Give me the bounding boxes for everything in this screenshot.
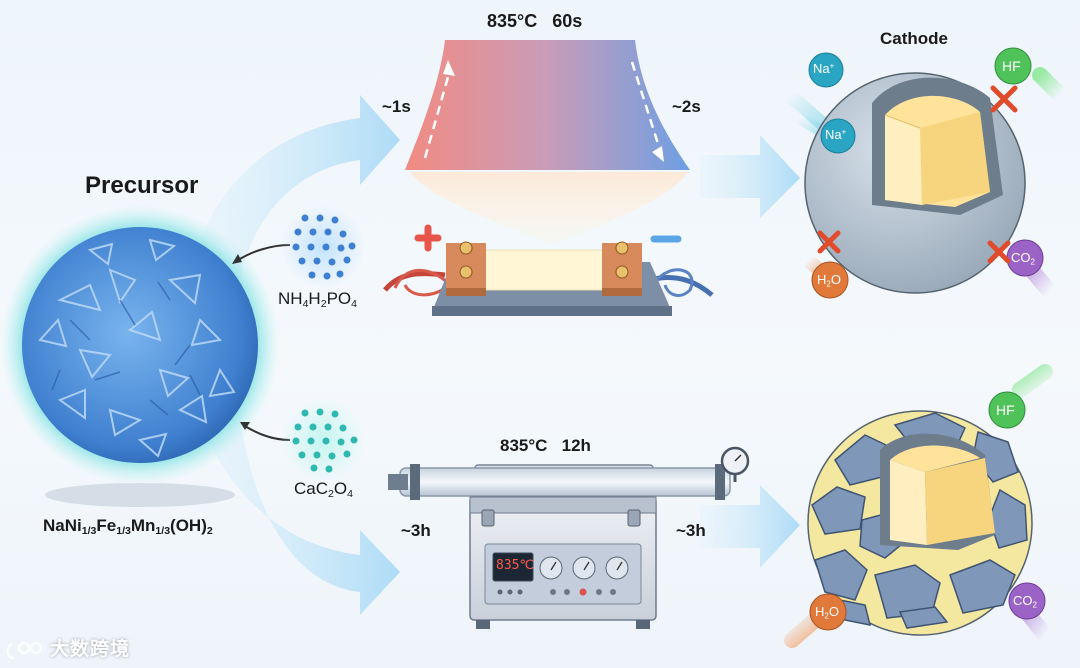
na-ion-1-label: Na+ (813, 61, 835, 76)
cathode-title: Cathode (880, 29, 948, 48)
co2-bottom-label: CO2 (1013, 593, 1037, 610)
hf-top-label: HF (1002, 58, 1021, 74)
flow-arrow-to-cathode-bottom (700, 485, 800, 568)
h2o-molecule-top (801, 253, 849, 299)
h2o-bottom-label: H2O (815, 604, 839, 621)
na-ion-1 (808, 52, 844, 88)
h2o-molecule-bottom (784, 593, 847, 648)
co2-molecule-top (1006, 239, 1058, 300)
na-ion-2-label: Na+ (825, 127, 847, 142)
joule-heating-device (383, 241, 714, 316)
cac2o4-particles (281, 398, 365, 482)
hf-bottom-label: HF (996, 402, 1015, 418)
nh4h2po4-label: NH4H2PO4 (278, 289, 357, 311)
co2-molecule-bottom (1008, 582, 1053, 643)
h2o-top-label: H2O (817, 272, 841, 289)
nh4h2po4-particles (281, 205, 365, 289)
precursor-formula: NaNi1/3Fe1/3Mn1/3(OH)2 (43, 516, 213, 538)
hf-molecule-bottom (988, 364, 1053, 429)
fast-ramp-up-label: ~1s (382, 97, 411, 116)
precursor-particle (0, 205, 280, 507)
watermark-text: 大数跨境 (50, 638, 131, 660)
plus-terminal-icon (414, 224, 442, 252)
cac2o4-label: CaC2O4 (294, 479, 353, 501)
heating-profile-chart (405, 40, 690, 170)
flow-arrow-to-cathode-top (700, 135, 800, 218)
blocked-x-icons (817, 85, 1018, 264)
furnace-ramp-down-label: ~3h (676, 521, 706, 540)
fast-ramp-down-label: ~2s (672, 97, 701, 116)
furnace-display-reading: 835℃ (496, 558, 535, 573)
precursor-title: Precursor (85, 172, 199, 199)
tube-furnace (388, 446, 750, 629)
cathode-sphere-top (783, 72, 1026, 294)
na-ion-2 (820, 118, 856, 154)
furnace-temp-time-label: 835°C 12h (500, 436, 591, 455)
furnace-ramp-up-label: ~3h (401, 521, 431, 540)
fast-temp-time-label: 835°C 60s (487, 11, 583, 31)
heat-glow (410, 172, 688, 245)
cathode-sphere-bottom (807, 410, 1033, 636)
hf-molecule-top (994, 47, 1068, 103)
watermark-logo-icon (6, 641, 43, 660)
co2-top-label: CO2 (1011, 250, 1035, 267)
